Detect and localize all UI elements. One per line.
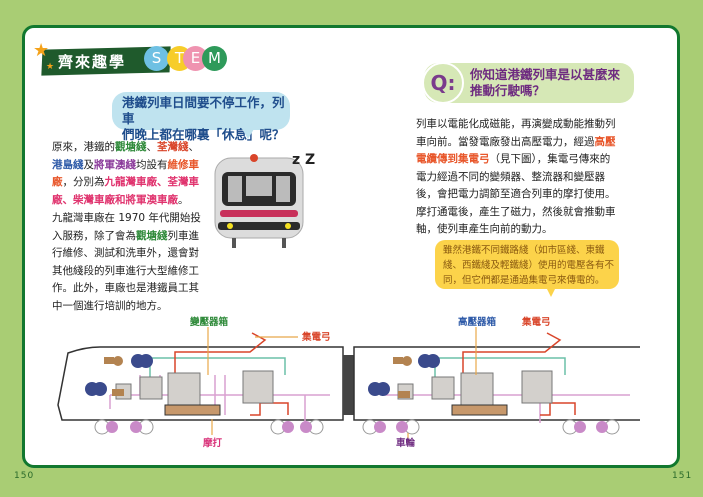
text: 均設有 bbox=[136, 158, 168, 171]
text: 九龍灣車廠在 1970 年代開始投入服務，除了會為 bbox=[52, 212, 201, 242]
page-number-right: 151 bbox=[672, 471, 693, 481]
text: 列車進行維修、測試和洗車外，還會對其他綫段的列車進行大型維修工作。此外，車廠也是… bbox=[52, 229, 199, 312]
label-pantograph: 集電弓 bbox=[521, 316, 551, 328]
kowloon-bay-paragraph: 九龍灣車廠在 1970 年代開始投入服務，除了會為觀塘綫列車進行維修、測試和洗車… bbox=[52, 210, 204, 315]
cable-highlight: 高壓電纜傳到集電弓 bbox=[416, 135, 616, 166]
page-number-left: 150 bbox=[14, 471, 35, 481]
tko-line: 將軍澳綫 bbox=[94, 158, 136, 171]
question-line: 你知道港鐵列車是以甚麼來 bbox=[470, 67, 621, 82]
sleeping-train-illustration: z Z bbox=[214, 152, 315, 248]
question-line: 推動行駛嗎？ bbox=[470, 83, 546, 98]
section-title: 齊來趣學 bbox=[58, 53, 127, 71]
depot-names: 九龍灣車廠、荃灣車廠、柴灣車廠和將軍澳車廠 bbox=[52, 176, 199, 206]
question-bubble: 港鐵列車日間要不停工作，列車 們晚上都在哪裏「休息」呢？ bbox=[112, 92, 290, 142]
text: 及 bbox=[83, 158, 95, 171]
bubble-line: 港鐵列車日間要不停工作，列車 bbox=[122, 95, 285, 126]
power-paragraph: 列車以電能化成磁能，再演變成動能推動列車向前。當發電廠發出高壓電力，經過高壓電纜… bbox=[416, 116, 616, 239]
motor-2 bbox=[451, 404, 508, 416]
kwun-tong-line: 觀塘綫 bbox=[115, 141, 147, 153]
depot-paragraph: 原來，港鐵的觀塘綫、荃灣綫、港島綫及將軍澳綫均設有維修車廠，分別為九龍灣車廠、荃… bbox=[52, 139, 204, 209]
label-hv-box: 高壓器箱 bbox=[458, 316, 497, 328]
question-title: 你知道港鐵列車是以甚麼來 推動行駛嗎？ bbox=[470, 67, 620, 99]
stem-badge-m: M bbox=[202, 46, 227, 71]
snore-text: z Z bbox=[292, 152, 315, 168]
text: ，分別為 bbox=[62, 176, 105, 188]
question-icon: Q: bbox=[422, 62, 464, 104]
star-icon: ★ bbox=[33, 40, 50, 61]
label-wheel: 車輪 bbox=[396, 437, 416, 449]
stem-badge-s: S bbox=[144, 46, 169, 71]
tsuen-wan-line: 荃灣綫 bbox=[157, 141, 189, 153]
island-line: 港島綫 bbox=[52, 158, 84, 171]
text: 、 bbox=[188, 141, 200, 153]
label-transformer-box: 變壓器箱 bbox=[189, 316, 229, 328]
label-motor: 摩打 bbox=[203, 437, 223, 449]
depot-highlight: 維修車廠 bbox=[52, 158, 199, 189]
text: （見下圖），集電弓傳來的電力經過不同的變頻器、整流器和變壓器後，會把電力調節至適… bbox=[416, 153, 616, 235]
label-pantograph: 集電弓 bbox=[301, 331, 331, 343]
text: 列車以電能化成磁能，再演變成動能推動列車向前。當發電廠發出高壓電力，經過 bbox=[416, 118, 616, 148]
gangway bbox=[343, 355, 354, 415]
text: 。 bbox=[178, 193, 189, 206]
train-diagram: 變壓器箱 集電弓 高壓器箱 集電弓 摩打 車輪 bbox=[57, 316, 640, 449]
motor-1 bbox=[164, 404, 221, 416]
kwun-tong-line: 觀塘綫 bbox=[136, 229, 168, 242]
star-icon: ★ bbox=[46, 62, 55, 72]
note-box: 雖然港鐵不同鐵路綫（如市區綫、東鐵綫、西鐵綫及輕鐵綫）使用的電壓各有不同，但它們… bbox=[435, 240, 619, 297]
text: 、 bbox=[146, 141, 158, 153]
text: 原來，港鐵的 bbox=[52, 141, 115, 153]
